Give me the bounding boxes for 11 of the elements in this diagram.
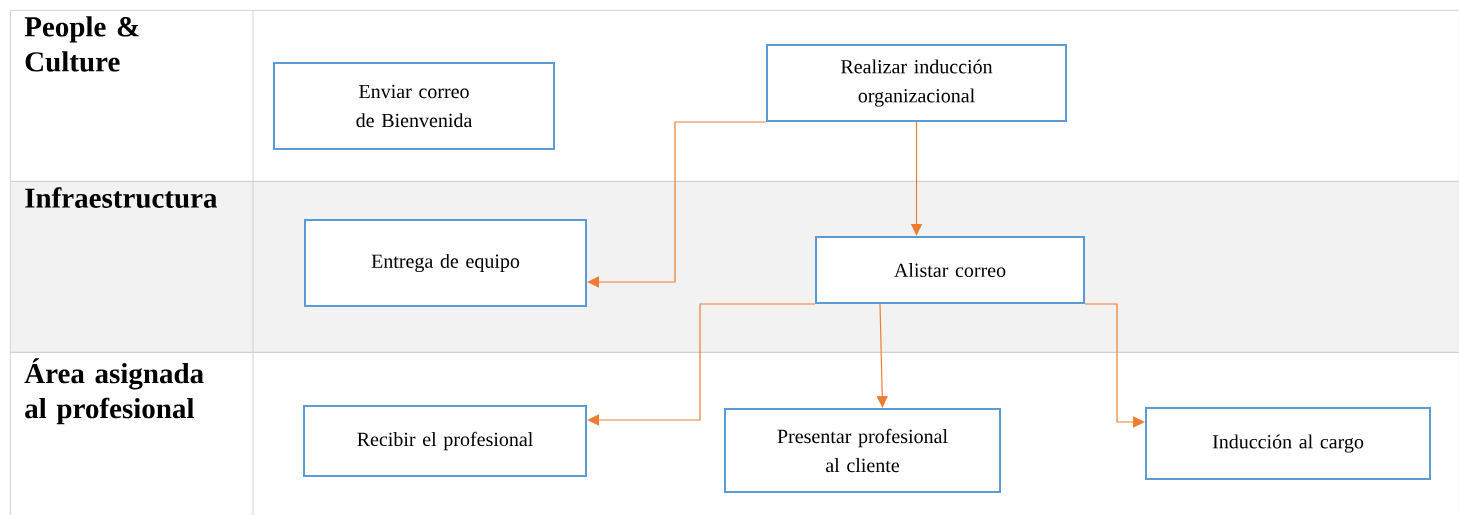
process-box: Enviar correo de Bienvenida xyxy=(273,62,555,150)
arrow xyxy=(1084,303,1145,428)
process-box: Inducción al cargo xyxy=(1145,407,1431,480)
process-box: Entrega de equipo xyxy=(304,219,587,307)
process-box: Presentar profesional al cliente xyxy=(724,408,1001,493)
arrow xyxy=(876,303,888,408)
arrow xyxy=(587,303,816,426)
process-box: Recibir el profesional xyxy=(303,405,587,477)
process-box: Alistar correo xyxy=(815,236,1085,304)
arrow xyxy=(587,121,767,288)
process-box: Realizar inducción organizacional xyxy=(766,44,1067,122)
